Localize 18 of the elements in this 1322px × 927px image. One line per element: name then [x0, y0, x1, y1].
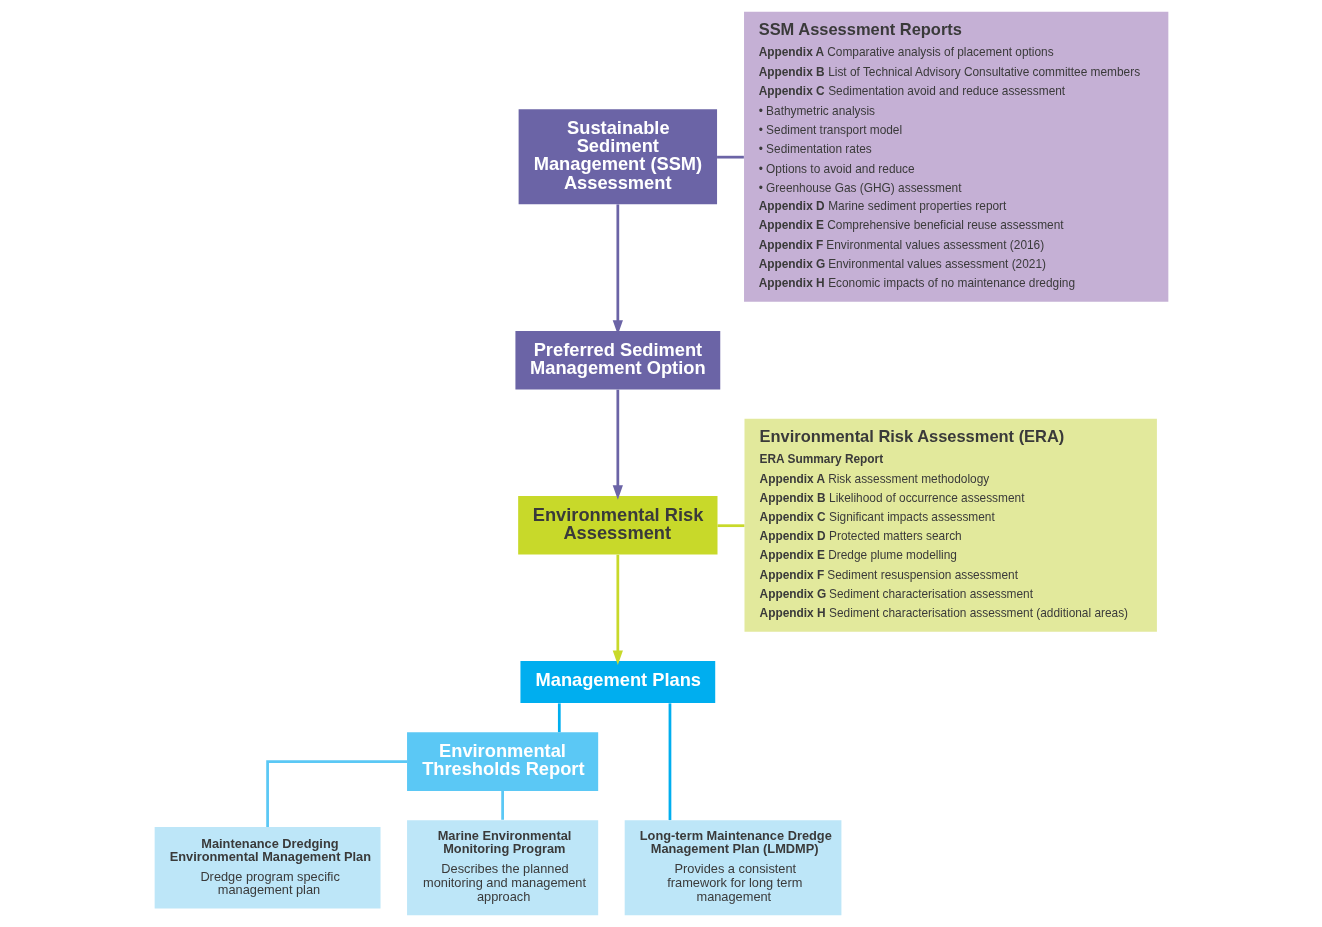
connector: [500, 790, 504, 820]
connector: [557, 703, 561, 733]
node-box: SSM Assessment Reports Appendix A Comparative analysis of placement options Appendix B List of Technical Advisory Consultative committee members Appendix C Sedimentation avoid and reduce assessment • Bathymetric analysis • Sediment transport model • Sedimentation rates • Options to avoid and reduce • Greenhouse Gas (GHG) assessment Appendix D Marine sediment properties report Appendix E Comprehensive beneficial reuse assessment Appendix F Environmental values assessment (2016) Appendix G Environmental values assessment (2021) Appendix H Economic impacts of no maintenance dredging: [743, 11, 1168, 302]
arrow: [612, 554, 623, 666]
connector: [717, 524, 744, 528]
node-box: Long-term Maintenance Dredge Management Plan (LMDMP) Provides a consistent framework for long term management: [624, 820, 841, 916]
node-box: Environmental Thresholds Report: [406, 732, 598, 791]
node-box: Marine Environmental Monitoring Program Describes the planned monitoring and management approach: [406, 820, 598, 916]
node-box: Environmental Risk Assessment: [517, 495, 717, 555]
node-box: Sustainable Sediment Management (SSM) Assessment: [518, 109, 717, 205]
connector: [716, 155, 744, 159]
connector: [668, 703, 671, 821]
connector: [265, 760, 407, 827]
node-box: Preferred Sediment Management Option: [514, 330, 720, 390]
arrow: [612, 389, 623, 500]
node-box: Management Plans: [519, 661, 715, 704]
node-box: Maintenance Dredging Environmental Management Plan Dredge program specific management plan: [154, 827, 381, 909]
node-box: Environmental Risk Assessment (ERA) ERA Summary Report Appendix A Risk assessment methodology Appendix B Likelihood of occurrence assessment Appendix C Significant impacts assessment Appendix D Protected matters search Appendix E Dredge plume modelling Appendix F Sediment resuspension assessment Appendix G Sediment characterisation assessment Appendix H Sediment characterisation assessment (additional areas): [744, 418, 1157, 632]
